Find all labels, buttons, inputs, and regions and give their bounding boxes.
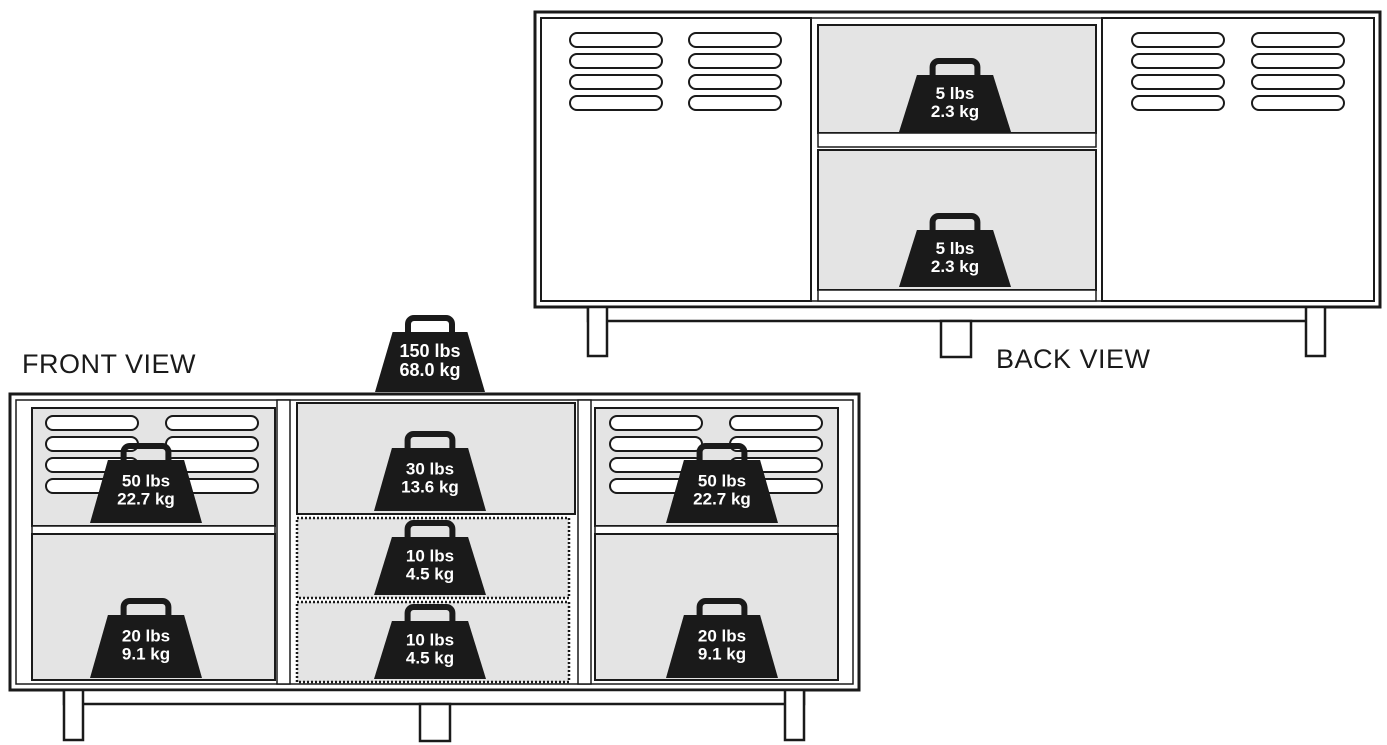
weight-lbs-label: 150 lbs <box>399 341 460 361</box>
weight-body <box>374 448 486 511</box>
weight-kg-label: 22.7 kg <box>117 489 175 508</box>
weight-lbs-label: 5 lbs <box>936 239 975 258</box>
weight-lbs-label: 20 lbs <box>122 626 170 645</box>
weight-body <box>899 75 1011 132</box>
weight-body <box>374 621 486 679</box>
weight-kg-label: 4.5 kg <box>406 564 454 583</box>
weight-kg-label: 4.5 kg <box>406 648 454 667</box>
back-view-label: BACK VIEW <box>996 344 1151 374</box>
weight-kg-label: 2.3 kg <box>931 102 979 121</box>
weight-kg-label: 9.1 kg <box>698 644 746 663</box>
weight-kg-label: 22.7 kg <box>693 489 751 508</box>
front-view-label: FRONT VIEW <box>22 349 196 379</box>
weight-body <box>666 460 778 523</box>
weight-kg-label: 68.0 kg <box>399 360 460 380</box>
weight-kg-label: 2.3 kg <box>931 257 979 276</box>
back-left-vents <box>569 32 782 111</box>
weight-kg-label: 13.6 kg <box>401 477 459 496</box>
weight-lbs-label: 10 lbs <box>406 546 454 565</box>
weight-lbs-label: 50 lbs <box>122 471 170 490</box>
weight-lbs-label: 30 lbs <box>406 459 454 478</box>
weight-body <box>90 615 202 678</box>
weight-body <box>374 537 486 595</box>
weight-lbs-label: 5 lbs <box>936 84 975 103</box>
weight-kg-label: 9.1 kg <box>122 644 170 663</box>
weight-lbs-label: 50 lbs <box>698 471 746 490</box>
weight-body <box>375 332 485 392</box>
weight-body <box>90 460 202 523</box>
front-right-vents <box>609 415 823 494</box>
weight-lbs-label: 20 lbs <box>698 626 746 645</box>
back-right-vents <box>1131 32 1345 111</box>
weight-body <box>666 615 778 678</box>
weight-lbs-label: 10 lbs <box>406 630 454 649</box>
weight-body <box>899 230 1011 287</box>
